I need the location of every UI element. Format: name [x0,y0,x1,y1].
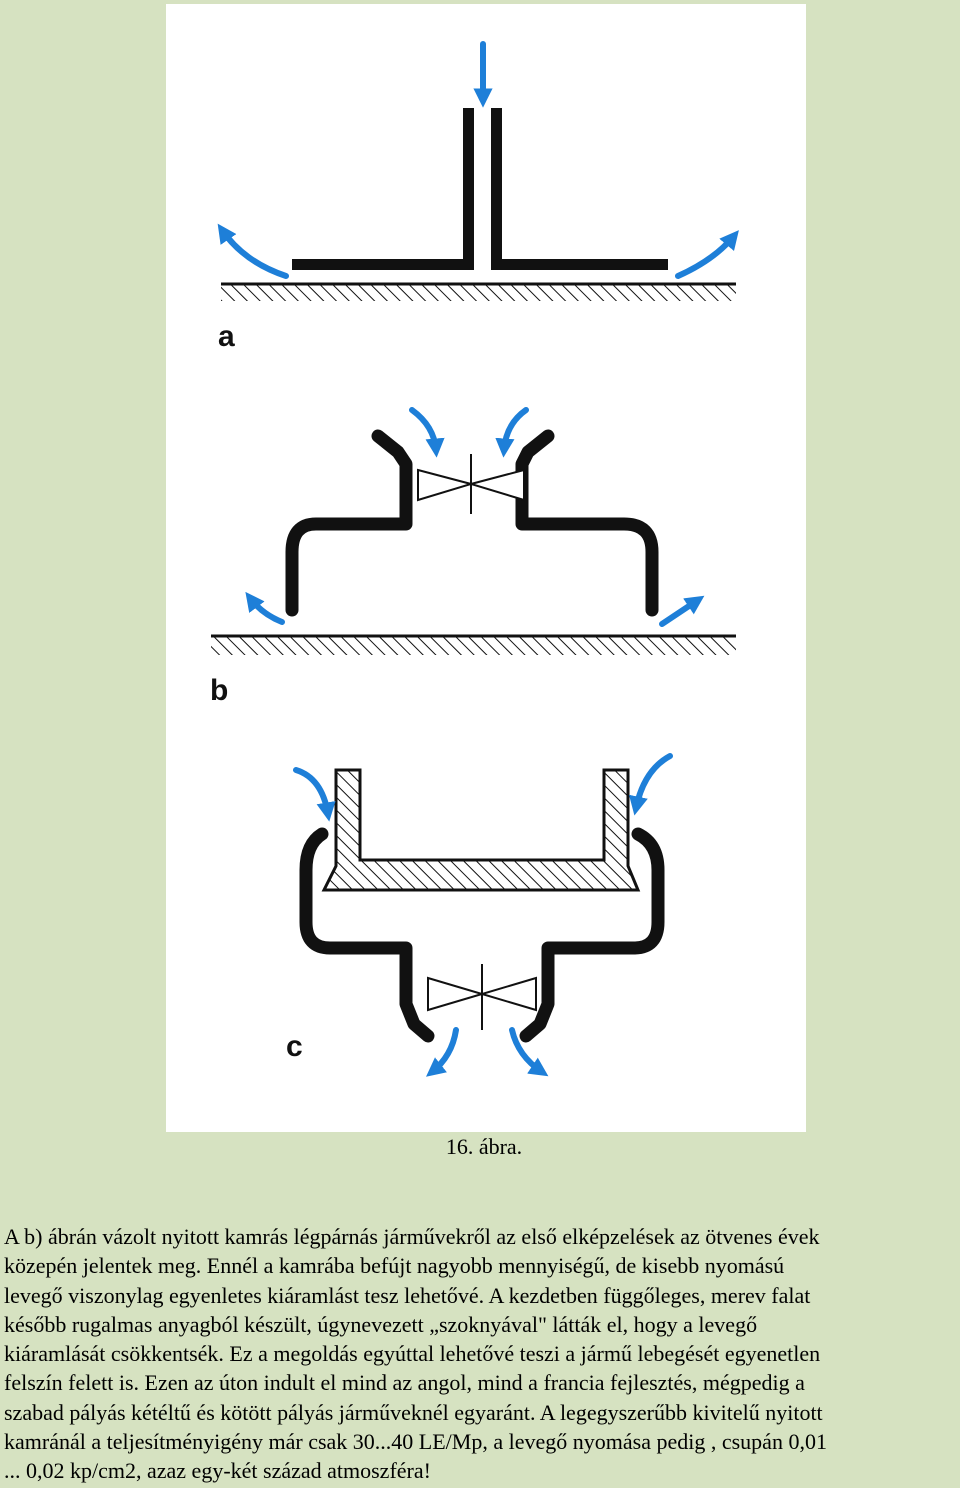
paragraph-line: levegő viszonylag egyenletes kiáramlást … [4,1282,811,1308]
paragraph-line: szabad pályás kétéltű és kötött pályás j… [4,1399,823,1425]
body-paragraph: A b) ábrán vázolt nyitott kamrás légpárn… [4,1222,960,1486]
hovercraft-diagram: a b [210,41,739,1077]
ground-b [211,634,736,655]
airflow-arrows-a [217,41,739,279]
diagram-a: a [217,41,739,353]
paragraph-line: közepén jelentek meg. Ennél a kamrába be… [4,1253,785,1279]
label-c: c [286,1030,303,1063]
paragraph-line: felszín felett is. Ezen az úton indult e… [4,1370,805,1396]
airflow-arrows-c [293,753,673,1077]
nozzle-a [292,108,668,270]
fan-c [427,964,537,1030]
airflow-arrows-b [245,407,705,627]
hull-c [321,768,641,892]
figure-16: a b [166,4,806,1132]
ground-a [221,282,736,301]
skirt-c [299,827,665,1043]
paragraph-line: később rugalmas anyagból készült, úgynev… [4,1311,758,1337]
paragraph-line: kiáramlását csökkentsék. Ez a megoldás e… [4,1341,821,1367]
fan-b [417,454,525,514]
label-a: a [218,320,235,353]
diagram-b: b [210,407,736,707]
label-b: b [210,674,228,707]
paragraph-line: ... 0,02 kp/cm2, azaz egy-két század atm… [4,1458,431,1484]
paragraph-line: kamránál a teljesítményigény már csak 30… [4,1429,827,1455]
paragraph-line: A b) ábrán vázolt nyitott kamrás légpárn… [4,1224,820,1249]
figure-caption: 16. ábra. [445,1134,523,1159]
diagram-c: c [286,753,673,1077]
